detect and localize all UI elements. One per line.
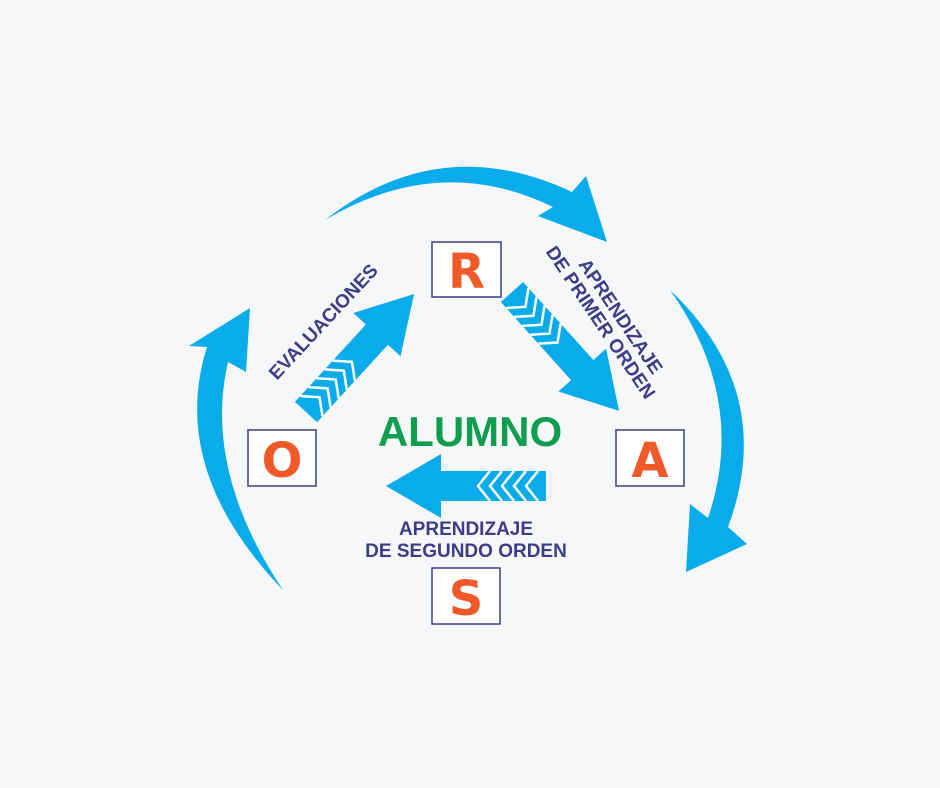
center-label: ALUMNO [378, 408, 562, 455]
curved-arrow-right [670, 290, 747, 572]
node-o: O [247, 429, 317, 489]
node-r-letter: R [448, 244, 485, 300]
node-s: S [431, 567, 501, 627]
node-s-letter: S [449, 571, 484, 627]
arrow-a-to-s [384, 452, 548, 520]
node-a-letter: A [631, 433, 668, 489]
label-segundo-orden-line2: DE SEGUNDO ORDEN [365, 541, 567, 562]
curved-arrow-left [189, 308, 283, 590]
node-a: A [615, 429, 685, 489]
node-r: R [431, 241, 502, 300]
label-segundo-orden-line1: APRENDIZAJE [399, 519, 533, 540]
node-o-letter: O [262, 433, 303, 489]
curved-arrow-top [325, 166, 607, 242]
